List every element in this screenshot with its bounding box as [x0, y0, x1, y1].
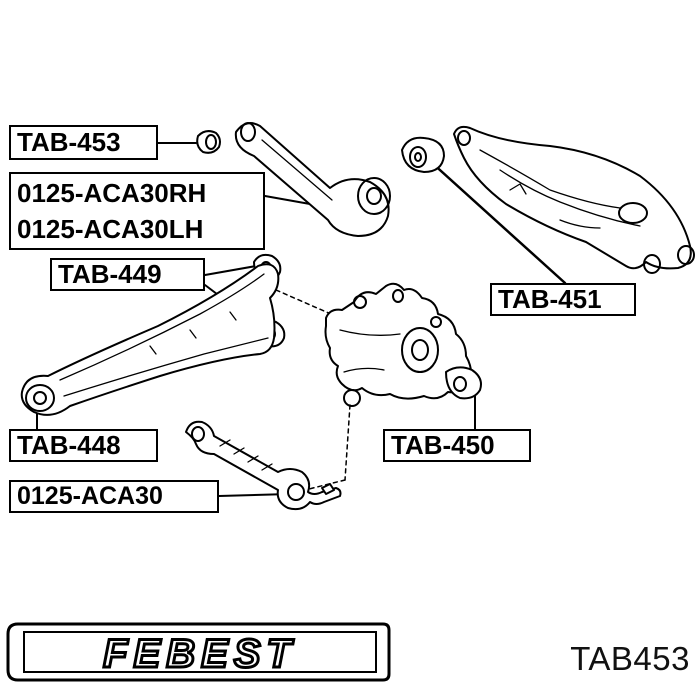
- bushing-tab-453: [196, 130, 221, 154]
- label-tab-449: TAB-449: [50, 258, 205, 291]
- trailing-arm: [20, 263, 280, 416]
- toe-link-arm: [185, 420, 342, 511]
- label-text: 0125-ACA30: [17, 482, 163, 510]
- label-text: TAB-450: [391, 430, 495, 460]
- label-upper-arm: 0125-ACA30RH 0125-ACA30LH: [9, 172, 265, 250]
- label-tab-448: TAB-448: [9, 429, 158, 462]
- label-text: TAB-453: [17, 127, 121, 157]
- label-text-lh: 0125-ACA30LH: [17, 214, 204, 244]
- logo-text: FEBEST: [103, 632, 297, 676]
- upper-control-arm: [234, 122, 391, 237]
- label-text: TAB-451: [498, 284, 602, 314]
- label-text: TAB-449: [58, 259, 162, 289]
- steering-knuckle: [324, 282, 482, 407]
- label-tab-453: TAB-453: [9, 125, 158, 160]
- label-text: TAB-448: [17, 430, 121, 460]
- bushing-tab-451: [401, 136, 445, 173]
- label-text-rh: 0125-ACA30RH: [17, 178, 207, 208]
- part-number: TAB453: [570, 640, 690, 677]
- febest-logo: FEBEST: [6, 622, 391, 682]
- label-tab-451: TAB-451: [490, 283, 636, 316]
- label-toe-link: 0125-ACA30: [9, 480, 219, 513]
- lower-arm-right: [453, 125, 695, 274]
- label-tab-450: TAB-450: [383, 429, 531, 462]
